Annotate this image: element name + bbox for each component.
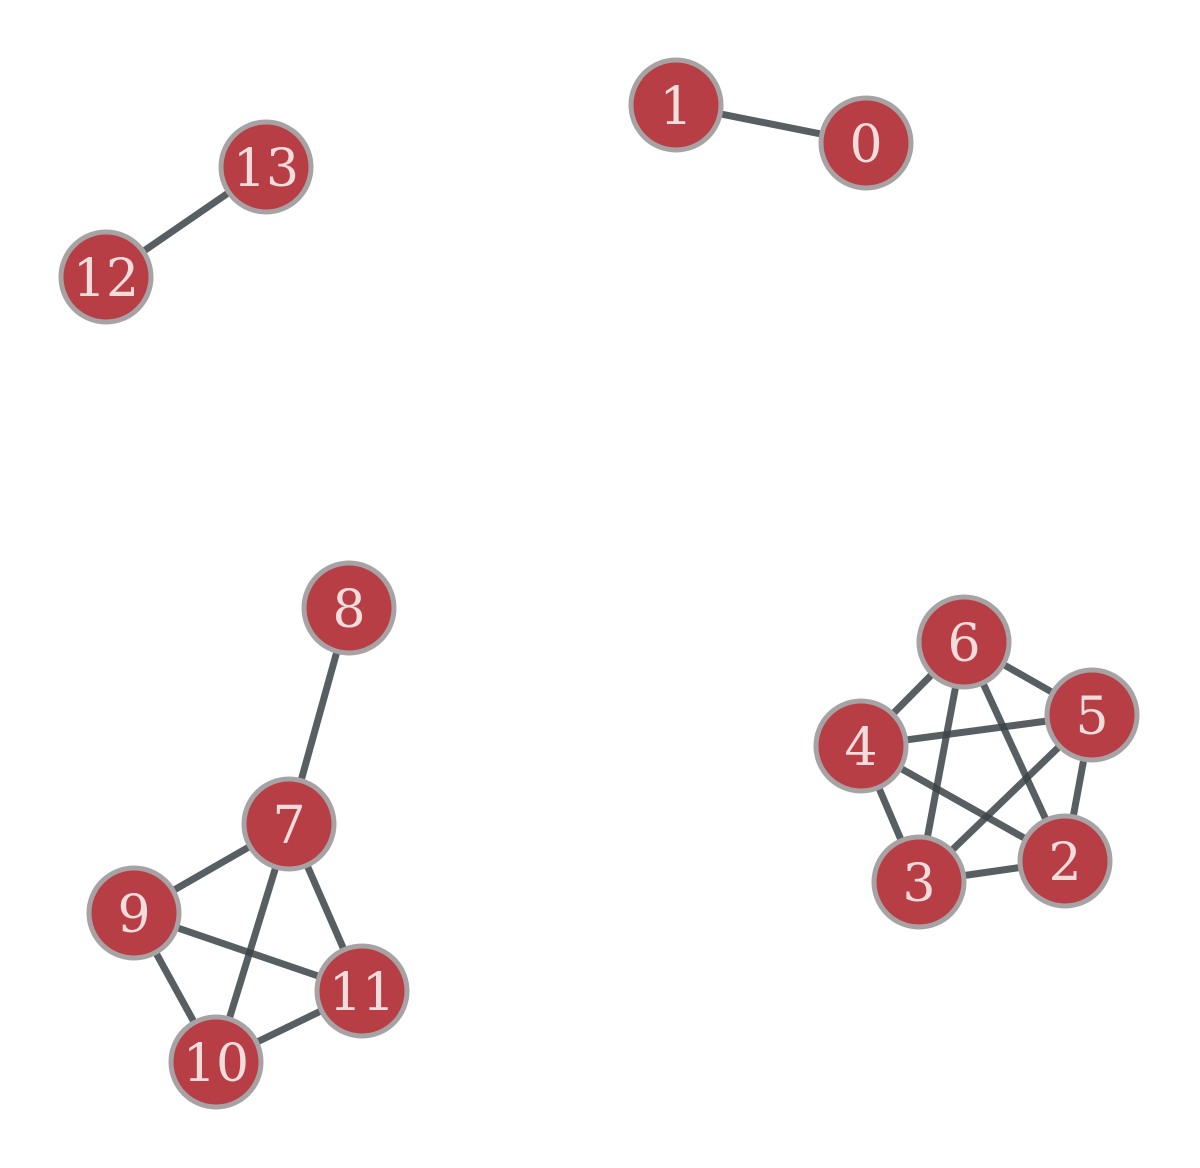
node-circle-13 (218, 119, 314, 215)
node-label-11: 11 (329, 963, 395, 1023)
node-label-6: 6 (947, 614, 980, 674)
node-7: 7 (241, 776, 337, 872)
node-circle-8 (301, 560, 397, 656)
node-1: 1 (628, 57, 724, 153)
node-3: 3 (871, 834, 967, 930)
node-label-12: 12 (73, 249, 139, 309)
node-label-7: 7 (272, 796, 305, 856)
node-circle-0 (818, 95, 914, 191)
node-10: 10 (168, 1014, 264, 1110)
node-label-2: 2 (1048, 833, 1081, 893)
node-5: 5 (1044, 667, 1140, 763)
node-label-4: 4 (844, 718, 877, 778)
node-2: 2 (1017, 813, 1113, 909)
node-circle-3 (871, 834, 967, 930)
node-label-1: 1 (659, 77, 692, 137)
node-label-5: 5 (1075, 687, 1108, 747)
node-circle-5 (1044, 667, 1140, 763)
node-6: 6 (916, 594, 1012, 690)
node-label-3: 3 (902, 854, 935, 914)
node-circle-7 (241, 776, 337, 872)
node-8: 8 (301, 560, 397, 656)
node-circle-11 (314, 943, 410, 1039)
node-circle-1 (628, 57, 724, 153)
node-label-0: 0 (849, 115, 882, 175)
node-9: 9 (86, 865, 182, 961)
node-label-13: 13 (233, 139, 299, 199)
node-13: 13 (218, 119, 314, 215)
node-circle-10 (168, 1014, 264, 1110)
node-12: 12 (58, 229, 154, 325)
node-circle-4 (813, 698, 909, 794)
node-label-9: 9 (117, 885, 150, 945)
node-label-10: 10 (183, 1034, 249, 1094)
node-label-8: 8 (332, 580, 365, 640)
node-circle-6 (916, 594, 1012, 690)
node-4: 4 (813, 698, 909, 794)
node-circle-9 (86, 865, 182, 961)
node-11: 11 (314, 943, 410, 1039)
node-0: 0 (818, 95, 914, 191)
node-circle-12 (58, 229, 154, 325)
node-circle-2 (1017, 813, 1113, 909)
